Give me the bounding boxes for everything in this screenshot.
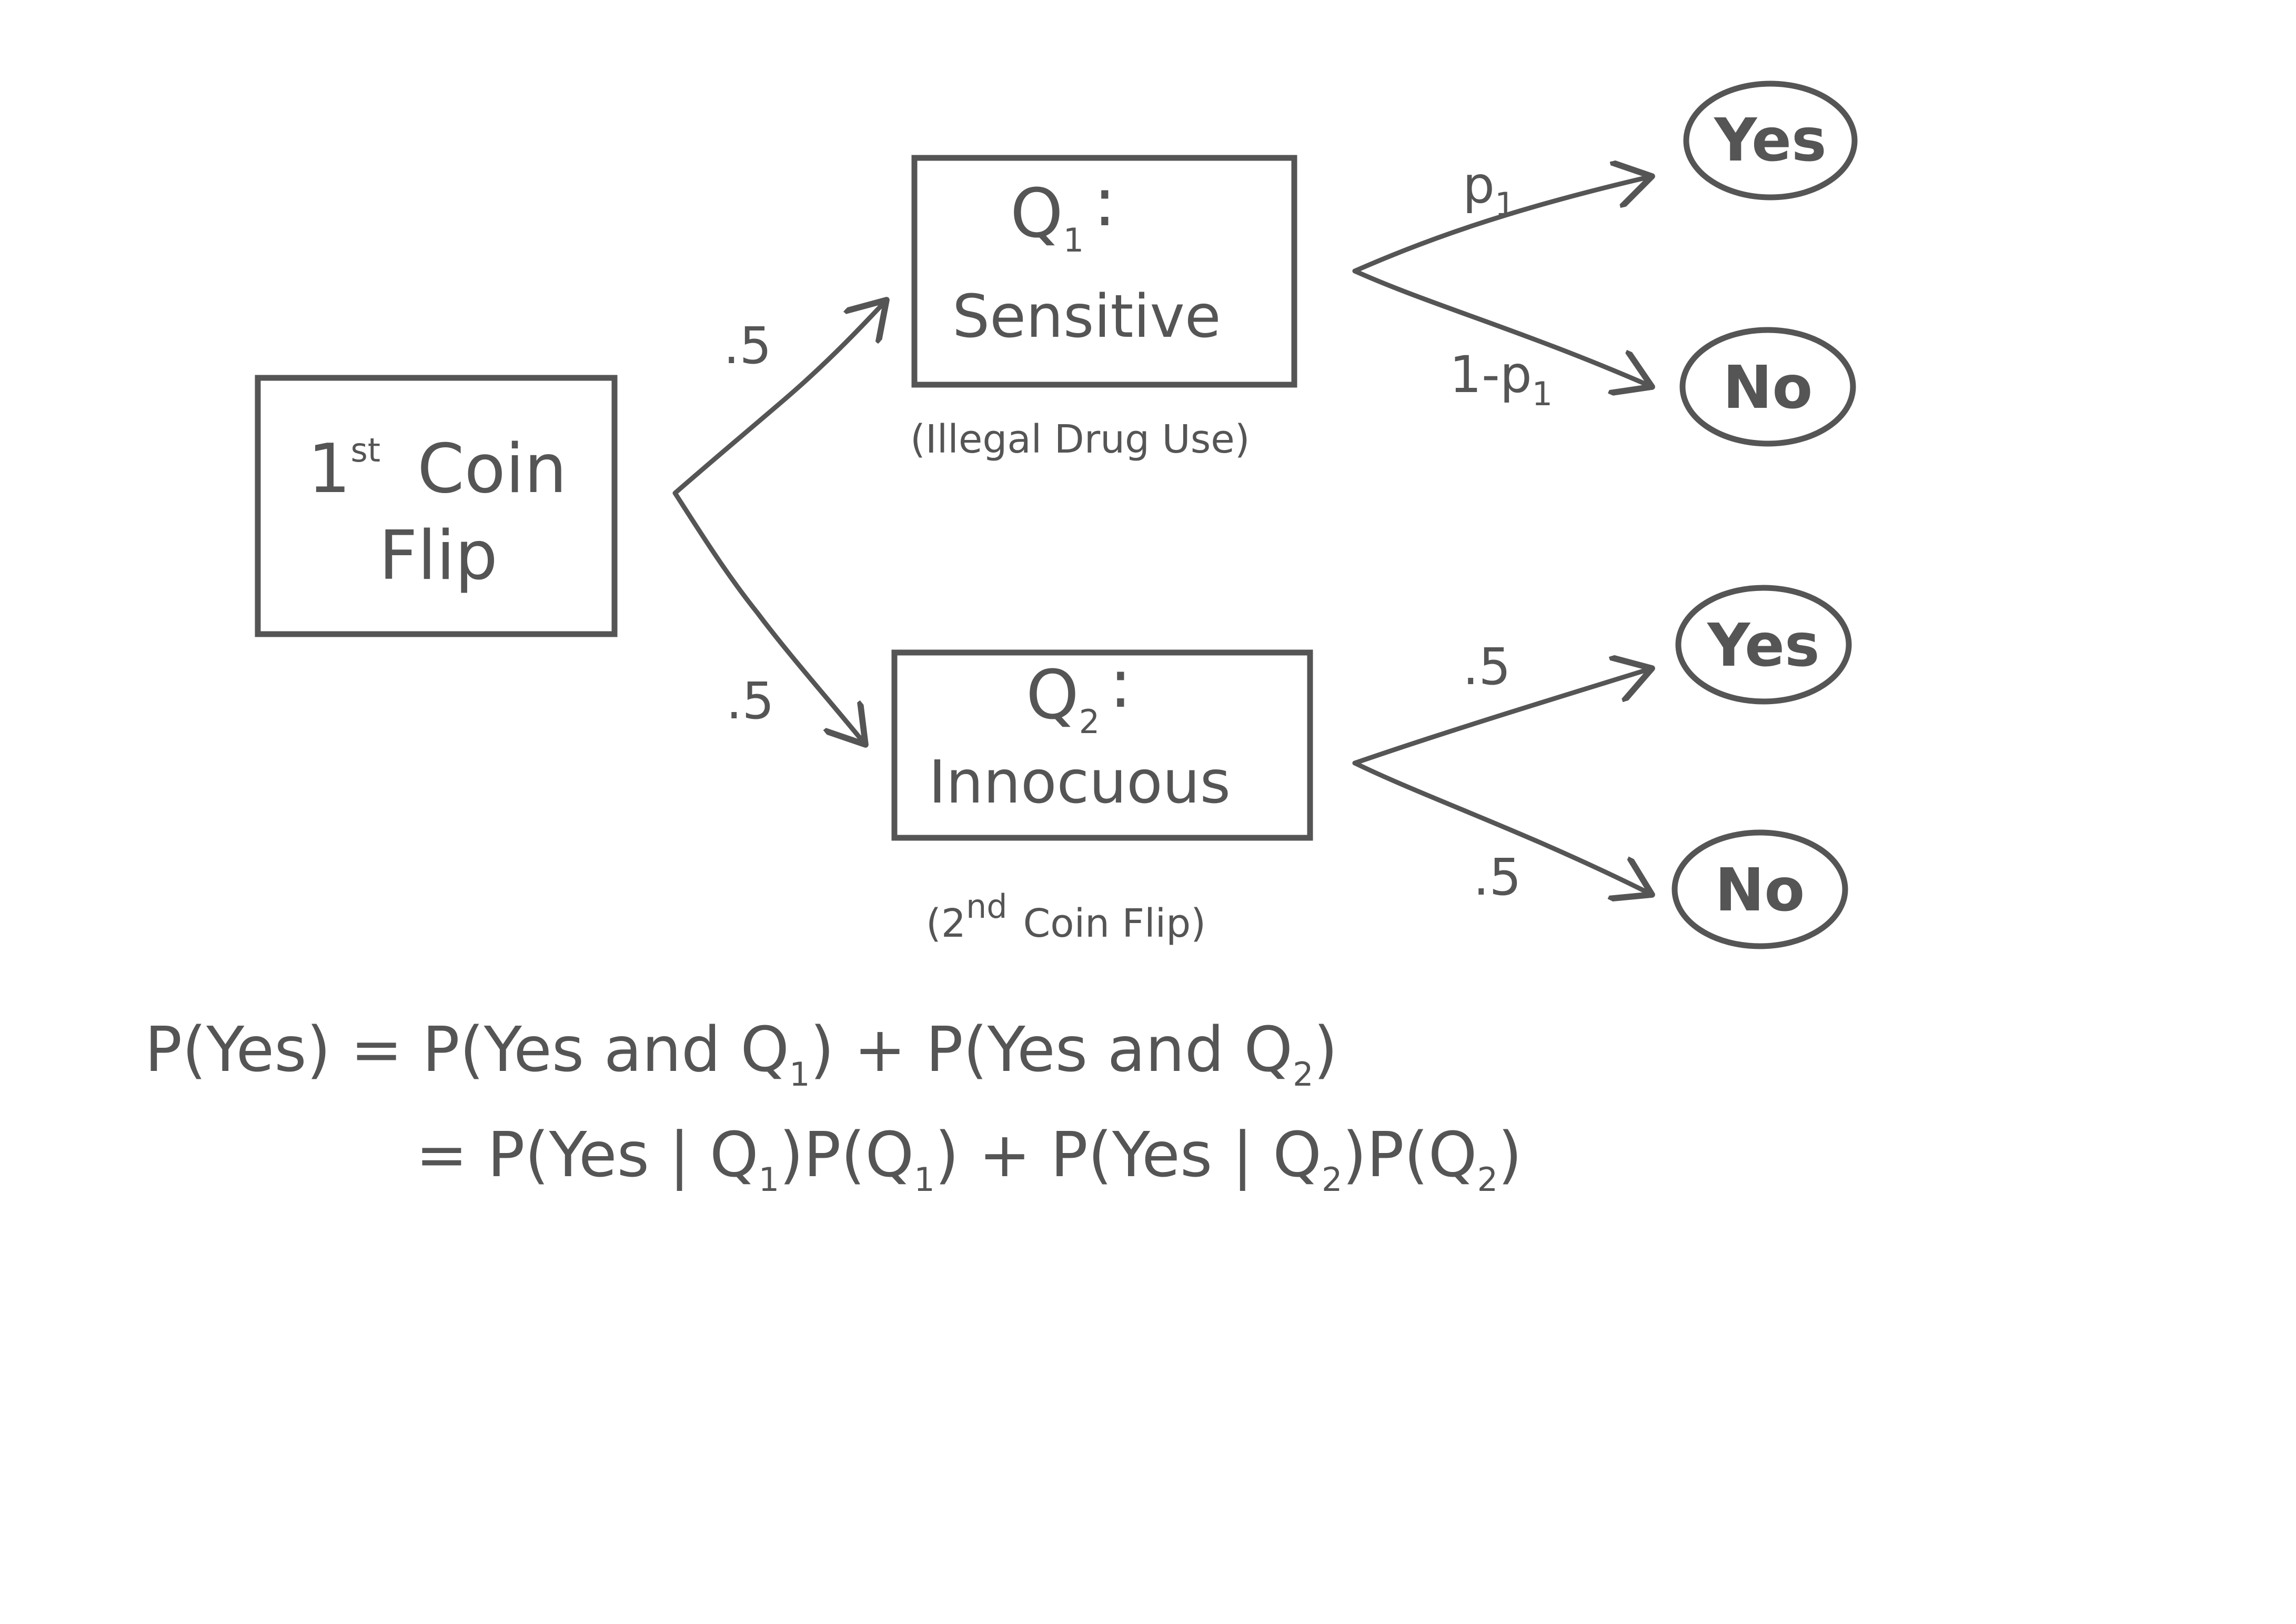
- outcome-q2-yes-label: Yes: [1706, 611, 1819, 680]
- outcome-q2-no-label: No: [1715, 856, 1805, 925]
- edge-q2-no: .5: [1352, 760, 1652, 907]
- edge-q2-no-prob: .5: [1473, 848, 1522, 907]
- edge-q1-yes-prob: p1: [1463, 156, 1515, 224]
- probability-equation: P(Yes) = P(Yes and Q1) + P(Yes and Q2) =…: [145, 1013, 1522, 1199]
- q1-node: Q1: Sensitive (Illegal Drug Use): [910, 155, 1297, 462]
- outcome-q1-yes-label: Yes: [1713, 106, 1826, 175]
- q2-box: [891, 649, 1313, 841]
- q2-name: Innocuous: [929, 748, 1231, 817]
- equation-line2: = P(Yes | Q1)P(Q1) + P(Yes | Q2)P(Q2): [416, 1118, 1522, 1199]
- edge-q1-no-prob: 1-p1: [1449, 345, 1553, 413]
- edge-root-q1-prob: .5: [723, 316, 772, 375]
- edge-root-q2-prob: .5: [726, 671, 774, 730]
- edge-q1-no: 1-p1: [1352, 268, 1652, 413]
- q1-label: Q1:: [1010, 163, 1116, 259]
- edge-root-q1: .5: [672, 300, 887, 496]
- edge-q2-yes-prob: .5: [1463, 637, 1511, 696]
- q1-box: [911, 155, 1297, 388]
- q2-label: Q2:: [1026, 645, 1132, 741]
- equation-line1: P(Yes) = P(Yes and Q1) + P(Yes and Q2): [145, 1013, 1338, 1094]
- root-label-num: 1: [308, 430, 350, 508]
- edge-root-q2: .5: [672, 490, 865, 745]
- root-label-line1: 1st Coin: [308, 430, 567, 508]
- q1-note: (Illegal Drug Use): [910, 417, 1250, 462]
- root-box: [255, 375, 618, 637]
- root-label-rest: Coin: [417, 430, 567, 508]
- outcome-q1-yes: Yes: [1683, 81, 1858, 201]
- outcome-q2-yes: Yes: [1675, 585, 1852, 705]
- root-label-line2: Flip: [379, 517, 498, 595]
- root-label-sup: st: [350, 431, 380, 469]
- outcome-q1-no: No: [1679, 327, 1856, 447]
- q1-name: Sensitive: [952, 283, 1221, 351]
- root-node-coin-flip: 1st Coin Flip: [255, 375, 618, 637]
- outcome-q2-no: No: [1671, 829, 1848, 949]
- outcome-q1-no-label: No: [1723, 354, 1813, 422]
- edge-q2-yes: .5: [1352, 637, 1652, 766]
- edge-q1-yes: p1: [1352, 156, 1652, 274]
